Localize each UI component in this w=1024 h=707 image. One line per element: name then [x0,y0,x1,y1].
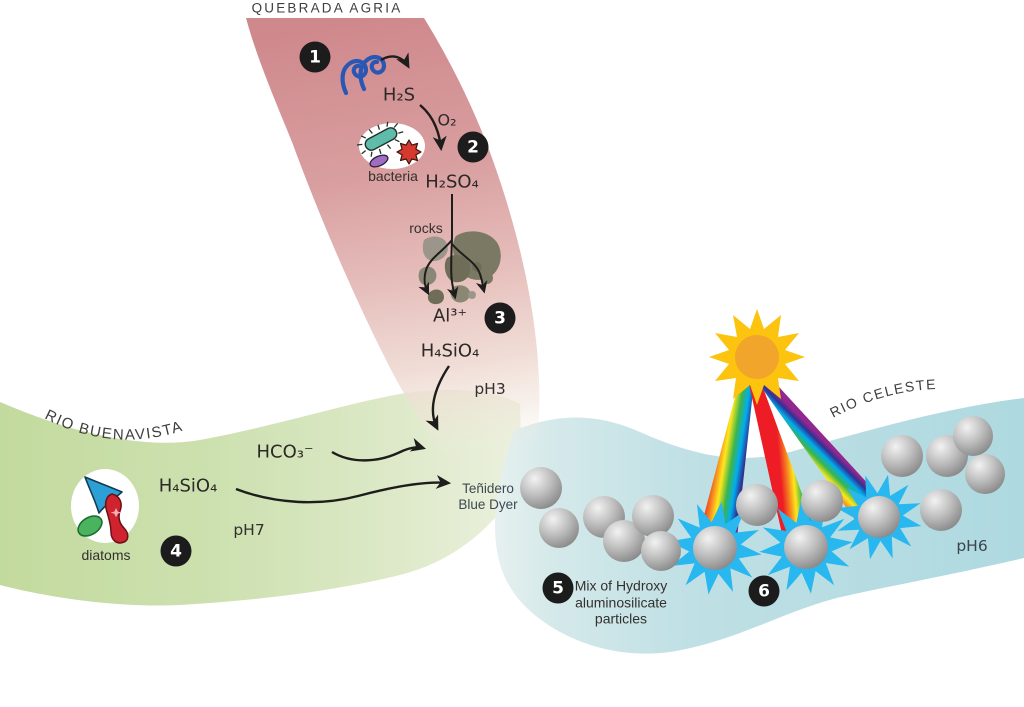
particle-sphere [965,454,1005,494]
step-marker-1: 1 [299,41,331,73]
gas-vent-icon [340,55,387,96]
step-marker-5: 5 [542,572,574,604]
ph6-label: pH6 [956,537,988,555]
bacteria-icon [356,121,425,169]
sun-icon [709,309,805,405]
arrow-vent-to-h2s [380,52,410,69]
particle-sphere [920,489,962,531]
quebrada-agria-river [246,18,540,455]
arrow-h4sio4-buena-to-junction [235,474,452,504]
quebrada-agria-title: QUEBRADA AGRIA [251,0,403,16]
ph7-label: pH7 [233,521,265,539]
arrow-h4sio4-to-junction [425,365,450,431]
hco3-label: HCO₃⁻ [256,441,314,463]
tenidero-blue-dyer-label: Teñidero Blue Dyer [458,481,517,513]
al3plus-label: Al³⁺ [432,305,468,327]
h2s-label: H₂S [382,84,416,106]
ph3-label: pH3 [474,380,506,398]
rock-leach-arrows [418,194,488,300]
tenidero-line2: Blue Dyer [458,497,518,512]
particle-sphere [736,484,778,526]
particle-sphere [539,508,579,548]
diatoms-icon [71,469,139,544]
particle-sphere [520,467,562,509]
particle-sphere [784,525,828,569]
h2so4-label: H₂SO₄ [425,171,479,193]
particle-sphere [801,480,843,522]
rocks-caption: rocks [409,220,443,236]
tenidero-line1: Teñidero [462,481,514,496]
step-marker-3: 3 [484,302,516,334]
mix-caption: Mix of Hydroxy aluminosilicate particles [575,577,668,627]
flow-arrows [235,52,452,504]
particle-sphere [603,520,645,562]
h4sio4-buenavista-label: H₄SiO₄ [158,475,218,497]
o2-label: O₂ [437,110,457,130]
h4sio4-agria-label: H₄SiO₄ [420,340,480,362]
step-marker-2: 2 [457,131,489,163]
bacteria-caption: bacteria [368,168,418,184]
mix-line2: aluminosilicate [575,593,667,610]
particle-spheres [520,416,1005,571]
mix-line1: Mix of Hydroxy [574,577,668,594]
particle-sphere [641,531,681,571]
step-marker-4: 4 [160,535,192,567]
particle-sphere [632,495,674,537]
arrow-hco3-to-junction [331,438,427,462]
diatoms-caption: diatoms [81,547,131,563]
mix-line3: particles [594,610,648,627]
particle-sphere [693,526,737,570]
particle-sphere [953,416,993,456]
arrow-h2s-to-h2so4 [419,104,447,152]
particle-sphere [858,496,900,538]
rio-celeste-title: RIO CELESTE [827,376,937,421]
step-marker-6: 6 [748,575,780,607]
particle-sphere [881,435,923,477]
